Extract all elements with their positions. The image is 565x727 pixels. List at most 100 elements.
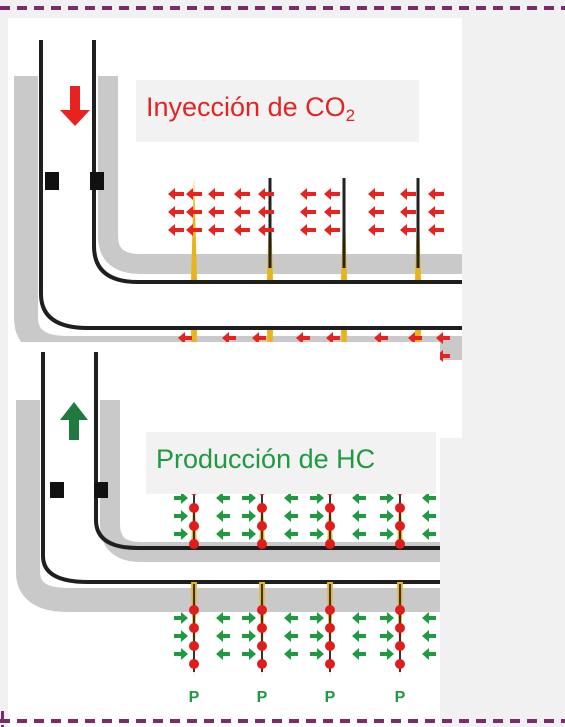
packer-left (45, 172, 59, 190)
co2-flow-arrow (374, 332, 388, 344)
hc-flow-arrow (352, 510, 366, 522)
hc-flow-arrow (216, 612, 230, 624)
perforation-dot (189, 659, 199, 669)
co2-flow-arrow (368, 188, 384, 200)
hc-flow-arrow (422, 510, 436, 522)
hc-flow-arrow (352, 630, 366, 642)
co2-flow-arrow (258, 224, 274, 236)
co2-flow-arrow (400, 188, 416, 200)
hc-flow-arrow (310, 648, 324, 660)
pump-label: P (325, 689, 336, 706)
hc-flow-arrow (242, 510, 256, 522)
casing-outer (16, 400, 440, 612)
hc-flow-arrow (284, 492, 298, 504)
hc-flow-arrow (380, 630, 394, 642)
co2-flow-arrow (324, 206, 340, 218)
pipe-wall-outer (41, 352, 440, 584)
perforation-dot (189, 623, 199, 633)
hc-flow-arrow (352, 528, 366, 540)
perforation-dot (257, 659, 267, 669)
co2-flow-arrow (186, 224, 202, 236)
perforation-dot (395, 659, 405, 669)
hc-flow-arrow (310, 612, 324, 624)
perforation-dot (257, 641, 267, 651)
perforation-dot (325, 623, 335, 633)
hc-flow-arrow (242, 630, 256, 642)
hc-flow-arrow (242, 612, 256, 624)
co2-flow-arrow (324, 224, 340, 236)
casing-inner (98, 76, 462, 274)
hc-flow-arrow (216, 492, 230, 504)
perforation-dot (325, 539, 335, 549)
co2-flow-arrow (222, 332, 236, 344)
co2-flow-arrow (300, 206, 316, 218)
hc-flow-arrow (242, 528, 256, 540)
co2-flow-arrow (186, 188, 202, 200)
packer-right (94, 482, 108, 498)
hc-flow-arrow (216, 630, 230, 642)
hc-flow-arrow (216, 648, 230, 660)
co2-flow-arrow (400, 224, 416, 236)
hc-flow-arrow (310, 510, 324, 522)
perforation-dot (189, 605, 199, 615)
perforation-dot (395, 503, 405, 513)
co2-flow-arrow (300, 224, 316, 236)
hc-flow-arrow (174, 612, 188, 624)
hc-flow-arrow (174, 510, 188, 522)
perforation-dot (325, 605, 335, 615)
hc-flow-arrow (380, 528, 394, 540)
co2-flow-arrow (234, 224, 250, 236)
packer-left (50, 482, 64, 498)
co2-flow-arrow (368, 224, 384, 236)
co2-flow-arrow (168, 206, 184, 218)
co2-flow-arrow (326, 332, 340, 344)
co2-flow-arrow (368, 206, 384, 218)
hc-flow-arrow (216, 510, 230, 522)
hc-flow-arrow (174, 630, 188, 642)
perforation-dot (257, 623, 267, 633)
hc-flow-arrow (352, 492, 366, 504)
pipe-wall-outer (39, 40, 462, 330)
perforation-dot (189, 521, 199, 531)
hc-flow-arrow (380, 492, 394, 504)
pump-label: P (395, 689, 406, 706)
hc-flow-arrow (284, 510, 298, 522)
co2-flow-arrow (258, 206, 274, 218)
pump-label: P (257, 689, 268, 706)
co2-flow-arrow (234, 188, 250, 200)
hc-flow-arrow (242, 492, 256, 504)
hc-flow-arrow (216, 528, 230, 540)
injection-title: Inyección de CO2 (136, 80, 419, 142)
co2-flow-arrow (208, 224, 224, 236)
hc-flow-arrow (422, 528, 436, 540)
arrow-up-icon (60, 402, 88, 440)
hc-flow-arrow (422, 648, 436, 660)
perforation-dot (257, 539, 267, 549)
perforation-dot (395, 623, 405, 633)
hc-flow-arrow (284, 612, 298, 624)
co2-flow-arrow (408, 332, 422, 344)
hc-flow-arrow (174, 648, 188, 660)
left-dashed-border (1, 711, 4, 727)
co2-flow-arrow (400, 206, 416, 218)
arrow-down-icon (60, 86, 90, 126)
hc-flow-arrow (380, 612, 394, 624)
co2-flow-arrow (252, 332, 266, 344)
injection-flow-arrows (168, 188, 450, 362)
co2-flow-arrow (208, 206, 224, 218)
co2-flow-arrow (324, 188, 340, 200)
hc-flow-arrow (352, 612, 366, 624)
co2-flow-arrow (168, 188, 184, 200)
co2-flow-arrow (428, 224, 444, 236)
top-dashed-border (0, 6, 565, 10)
perforation-dot (189, 641, 199, 651)
co2-flow-arrow (234, 206, 250, 218)
pipe-wall-inner (94, 352, 440, 550)
hc-flow-arrow (310, 630, 324, 642)
hc-flow-arrow (284, 630, 298, 642)
hc-flow-arrow (242, 648, 256, 660)
co2-flow-arrow (300, 188, 316, 200)
perforation-dot (395, 521, 405, 531)
